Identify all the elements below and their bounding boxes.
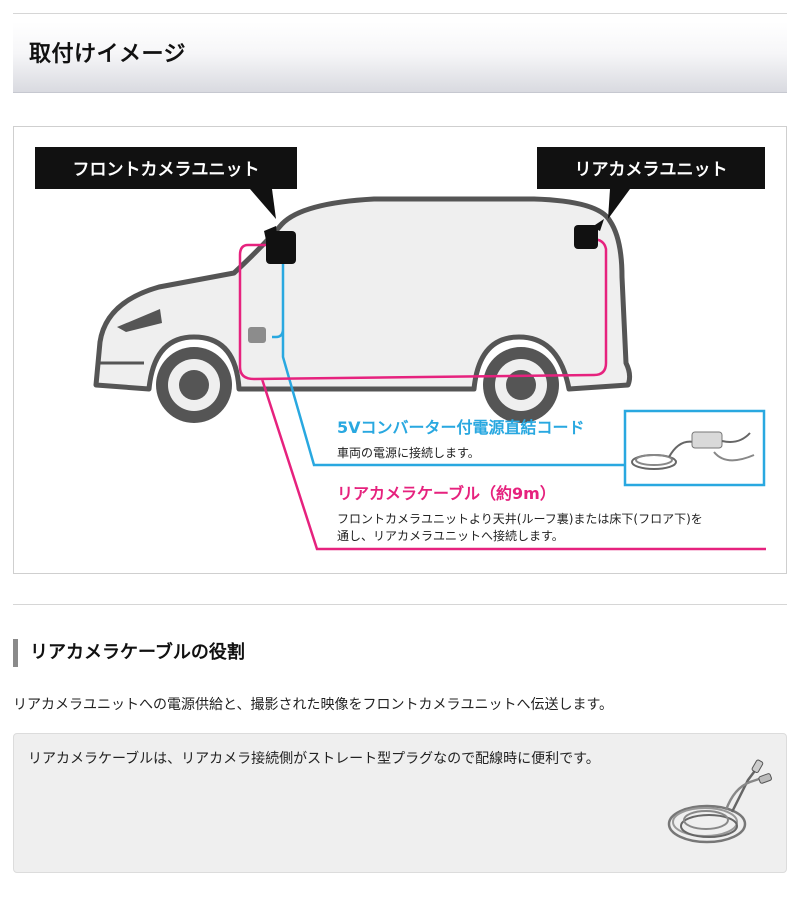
rear-cable-desc-1: フロントカメラユニットより天井(ルーフ裏)または床下(フロア下)を (337, 511, 703, 526)
top-divider (13, 13, 787, 14)
section-header: 取付けイメージ (13, 22, 787, 93)
note-box: リアカメラケーブルは、リアカメラ接続側がストレート型プラグなので配線時に便利です… (13, 733, 787, 873)
front-wheel (156, 347, 232, 423)
power-cord-line (272, 258, 626, 467)
front-unit-label: フロントカメラユニット (73, 160, 260, 180)
power-cord-photo (623, 409, 766, 487)
front-unit-callout: フロントカメラユニット (35, 147, 297, 219)
car-body (93, 196, 633, 392)
converter-title: 5Vコンバーター付電源直結コード (337, 418, 585, 437)
headlight (117, 309, 162, 332)
cable-coil-icon (667, 759, 772, 844)
page-title: 取付けイメージ (29, 42, 187, 67)
rear-cable-title: リアカメラケーブル（約9m） (337, 484, 556, 503)
diagram-canvas: フロントカメラユニット リアカメラユニット (35, 147, 766, 551)
rear-wheel (483, 347, 559, 423)
front-camera-unit (264, 226, 296, 264)
note-text: リアカメラケーブルは、リアカメラ接続側がストレート型プラグなので配線時に便利です… (28, 751, 600, 767)
rear-cable-desc-2: 通し、リアカメラユニットへ接続します。 (337, 528, 564, 543)
section-divider (13, 604, 787, 605)
converter-desc: 車両の電源に接続します。 (337, 445, 480, 460)
rear-camera-unit (574, 219, 604, 249)
rear-unit-label: リアカメラユニット (575, 160, 728, 180)
rear-cable-line (238, 237, 766, 551)
rear-cable-heading: リアカメラケーブルの役割 (13, 639, 245, 667)
rear-cable-description: リアカメラユニットへの電源供給と、撮影された映像をフロントカメラユニットへ伝送し… (13, 697, 614, 713)
installation-diagram: フロントカメラユニット リアカメラユニット (13, 126, 787, 574)
rear-unit-callout: リアカメラユニット (537, 147, 765, 219)
converter-module (248, 327, 266, 343)
